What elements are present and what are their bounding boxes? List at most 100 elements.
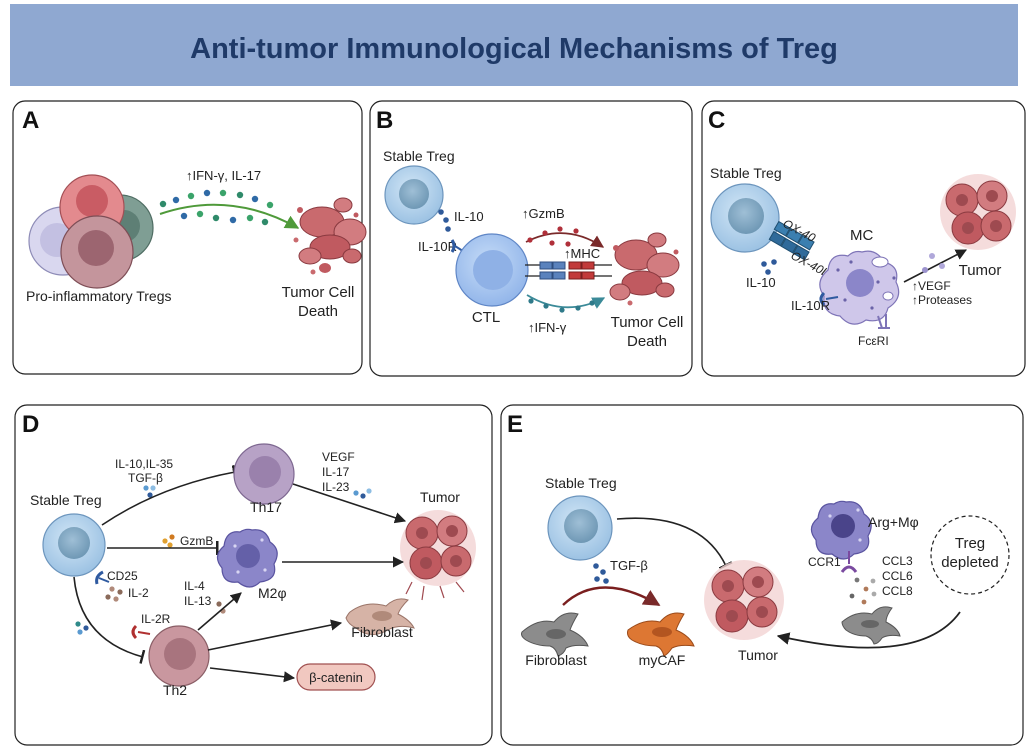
panel-e-treg-label: Stable Treg — [545, 475, 617, 491]
fceri-receptor — [877, 314, 890, 329]
panel-b-ifng-arrow — [526, 294, 606, 309]
panel-d-tumor — [400, 510, 476, 601]
panel-d-il17-label: IL-17 — [322, 465, 350, 479]
panel-d-tgfb-label: TGF-β — [128, 471, 163, 485]
tumor-cell-death-b — [609, 232, 680, 306]
panel-e-ccl-dots — [849, 577, 877, 605]
panel-d-treg-th2-inhibit — [73, 576, 146, 664]
panel-d-free-dots — [75, 621, 89, 635]
panel-e-fibroblast-right — [841, 606, 901, 645]
bcatenin-box — [296, 663, 376, 691]
panel-d-tumor-label: Tumor — [420, 489, 460, 505]
tumor-cell-death-a-line2: Death — [298, 303, 338, 320]
panel-e-stable-treg — [547, 495, 613, 561]
panel-d-il2r-receptor — [131, 624, 151, 640]
panel-b-gzmb-dots — [527, 226, 579, 247]
panel-c-arrow — [903, 249, 967, 283]
panel-d-th17-tumor-arrow — [292, 483, 407, 524]
panel-c-tumor-label: Tumor — [959, 262, 1002, 279]
m2-macrophage — [216, 528, 278, 588]
arg-macrophage-label: Arg+Mφ — [868, 514, 919, 530]
th2-label: Th2 — [163, 682, 187, 698]
panel-d-cd25-label: CD25 — [107, 569, 138, 583]
panel-b-letter: B — [376, 107, 393, 134]
panel-a-cytokine-dots — [159, 189, 274, 226]
panel-e-tumor-label: Tumor — [738, 647, 778, 663]
panel-d-gzmb-label: GzmB — [180, 534, 213, 548]
treg-depleted-line1: Treg — [955, 535, 985, 552]
m2-label: M2φ — [258, 585, 287, 601]
mhc-tcr-complex — [525, 261, 612, 280]
panel-d-il4-label: IL-4 — [184, 579, 205, 593]
panel-d-il2-dots — [105, 586, 123, 602]
panel-e-treg-tumor-inhibit — [616, 517, 733, 570]
panel-b-il10r-receptor — [450, 239, 456, 253]
mc-label: MC — [850, 227, 873, 244]
panel-d-treg-label: Stable Treg — [30, 492, 102, 508]
tumor-cell-death-a — [293, 197, 367, 275]
panel-c-vegf-label: ↑VEGF — [912, 279, 951, 293]
panel-c-il10r-label: IL-10R — [791, 298, 830, 313]
panel-d-vegf-dots — [353, 488, 372, 499]
panel-d-th2-catenin-arrow — [209, 667, 296, 683]
panel-b-treg-label: Stable Treg — [383, 148, 455, 164]
panel-e-fibroblast-label: Fibroblast — [525, 652, 587, 668]
panel-d-treg-th17-inhibit — [101, 465, 237, 526]
panel-a-signal-label: ↑IFN-γ, IL-17 — [186, 168, 261, 183]
panel-e-tgfb-label: TGF-β — [610, 558, 648, 573]
panel-b-gzmb-arrow — [525, 232, 605, 248]
panel-d-il2r-label: IL-2R — [141, 612, 171, 626]
panel-c-treg-label: Stable Treg — [710, 165, 782, 181]
panel-a-arrow — [159, 203, 300, 229]
title-banner: Anti-tumor Immunological Mechanisms of T… — [10, 4, 1018, 86]
mycaf-cell — [627, 612, 695, 657]
panel-c-il10r-receptor — [819, 291, 826, 307]
panel-c-secretion-dots — [922, 253, 945, 273]
ccr1-label: CCR1 — [808, 555, 841, 569]
panel-d-th2-fibroblast-arrow — [207, 619, 343, 651]
th17-label: Th17 — [250, 499, 282, 515]
panel-c-stable-treg — [710, 183, 780, 253]
arg-macrophage — [810, 500, 872, 560]
ccr1-receptor — [840, 551, 858, 573]
panel-c-il10-label: IL-10 — [746, 275, 776, 290]
panel-e-fibroblast-mycaf-arrow — [562, 586, 661, 607]
panel-d-th17-cytokine-dots — [143, 485, 156, 498]
ctl-cell — [455, 233, 529, 307]
panel-e-depleted-tumor-arrow — [776, 611, 961, 649]
mast-cell — [819, 250, 900, 325]
panel-e-letter: E — [507, 411, 523, 438]
panel-e-tgfb-dots — [593, 563, 609, 584]
panel-e-fibroblast — [521, 612, 589, 657]
panel-b-il10-label: IL-10 — [454, 209, 484, 224]
ctl-label: CTL — [472, 309, 500, 326]
panel-b-stable-treg — [384, 165, 444, 225]
panel-d-il13-label: IL-13 — [184, 594, 212, 608]
panel-d-gzmb-dots — [162, 534, 175, 548]
ccl6-label: CCL6 — [882, 569, 913, 583]
ccl8-label: CCL8 — [882, 584, 913, 598]
tumor-cell-death-b-line1: Tumor Cell — [611, 314, 684, 331]
panel-b-ifng-dots — [528, 298, 595, 313]
tumor-cell-death-a-line1: Tumor Cell — [282, 284, 355, 301]
mycaf-label: myCAF — [639, 652, 686, 668]
ccl3-label: CCL3 — [882, 554, 913, 568]
panel-d-cd25-receptor — [95, 570, 110, 585]
panel-d-fibroblast-label: Fibroblast — [351, 624, 413, 640]
fceri-label: FcεRI — [858, 334, 889, 348]
treg-depleted-circle — [930, 515, 1010, 595]
panel-b-il10-dots — [438, 209, 451, 232]
panel-d-stable-treg — [42, 513, 106, 577]
page-title: Anti-tumor Immunological Mechanisms of T… — [190, 33, 838, 65]
panel-c-letter: C — [708, 107, 725, 134]
bcatenin-label: β-catenin — [309, 670, 363, 685]
panel-d-il23-label: IL-23 — [322, 480, 350, 494]
panel-d-fibroblast — [345, 598, 415, 635]
panel-c-proteases-label: ↑Proteases — [912, 293, 972, 307]
panel-c-frame — [701, 100, 1026, 377]
panel-b-ifng-label: ↑IFN-γ — [528, 320, 567, 335]
panel-d-letter: D — [22, 411, 39, 438]
pro-inflammatory-tregs-label: Pro-inflammatory Tregs — [26, 288, 171, 304]
pro-inflammatory-tregs-cluster — [28, 174, 154, 289]
